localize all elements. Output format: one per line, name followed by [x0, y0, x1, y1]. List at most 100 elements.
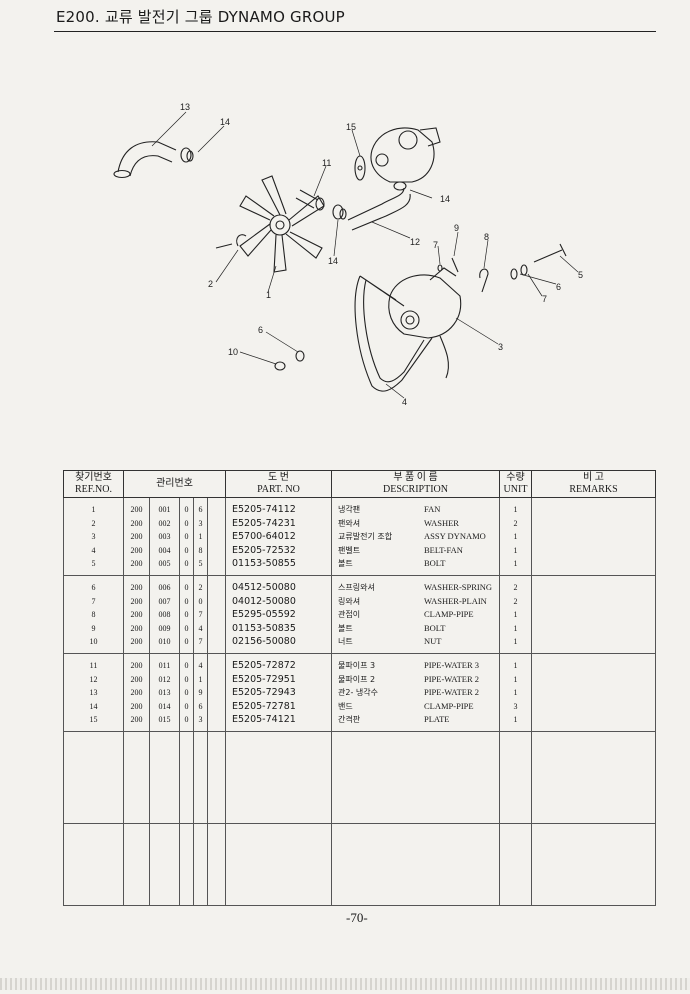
cell-m2: 008 [158, 610, 171, 619]
table-row-group [63, 731, 656, 824]
callout-14b: 14 [440, 194, 450, 204]
cell-m2: 005 [158, 559, 171, 568]
cell-part: 01153-50835 [232, 622, 296, 634]
cell-m4: 1 [198, 674, 203, 684]
cell-unit: 1 [513, 674, 518, 684]
cell-ref: 14 [89, 701, 98, 711]
callout-1: 1 [266, 290, 271, 300]
cell-m3: 0 [184, 661, 189, 670]
washer-plain-7-drawing [520, 264, 528, 276]
description-en: BOLT [424, 558, 446, 568]
cell-unit: 2 [513, 518, 518, 528]
table-cell [123, 731, 150, 824]
cell-m3: 0 [184, 583, 189, 592]
description-line: 팬와셔 WASHER [332, 517, 499, 531]
table-cell [531, 653, 656, 732]
description-en: WASHER [424, 517, 459, 528]
cell-ref: 13 [89, 688, 98, 697]
bolt-9-drawing [451, 257, 459, 273]
pipe-water-13-drawing [117, 141, 177, 177]
cell-m3: 0 [184, 623, 189, 633]
description-kr: 물파이프 2 [338, 674, 376, 684]
cell-m1: 200 [130, 688, 143, 697]
description-en: CLAMP-PIPE [424, 700, 474, 711]
cell-m1: 200 [130, 623, 143, 633]
callout-14a: 14 [220, 117, 230, 127]
description-kr: 팬와셔 [338, 518, 361, 528]
cell-m1: 200 [130, 715, 143, 724]
description-en: PIPE-WATER 2 [424, 687, 480, 697]
fan-1-drawing [239, 175, 325, 273]
description-kr: 관접이 [338, 610, 361, 619]
callout-7a: 7 [433, 240, 438, 250]
table-cell [531, 823, 656, 906]
description-kr: 너트 [338, 637, 353, 646]
cell-m3: 0 [184, 688, 189, 697]
cell-m3: 0 [184, 518, 189, 528]
cell-unit: 1 [513, 532, 518, 541]
washer-2-drawing [236, 234, 247, 247]
description-en: WASHER-SPRING [424, 582, 493, 592]
cell-m2: 001 [158, 505, 171, 514]
description-en: BELT-FAN [424, 544, 463, 555]
cell-part: E5205-72781 [232, 700, 296, 712]
cell-unit: 1 [513, 559, 518, 568]
cell-unit: 1 [513, 545, 518, 555]
callout-8: 8 [484, 232, 489, 242]
cell-ref: 8 [91, 610, 96, 619]
table-cell [193, 731, 208, 824]
callout-3: 3 [498, 342, 503, 352]
cell-m4: 3 [198, 518, 203, 528]
title-rule [54, 31, 656, 32]
fan-belt-4-drawing [354, 275, 433, 392]
table-cell [207, 653, 226, 732]
cell-m4: 4 [198, 623, 203, 633]
cell-part: 01153-50855 [232, 558, 296, 569]
callout-6b: 6 [258, 325, 263, 335]
callout-5: 5 [578, 270, 583, 280]
description-en: BOLT [424, 622, 446, 633]
callout-9: 9 [454, 223, 459, 233]
cell-part: E5205-72951 [232, 673, 296, 685]
cell-m2: 003 [158, 532, 171, 541]
cell-m4: 7 [198, 610, 203, 619]
cell-m3: 0 [184, 532, 189, 541]
cell-ref: 10 [89, 637, 98, 646]
cell-ref: 7 [91, 596, 96, 606]
cell-unit: 1 [513, 637, 518, 646]
cell-m2: 013 [158, 688, 171, 697]
table-cell [499, 823, 532, 906]
cell-m3: 0 [184, 637, 189, 646]
washer-spring-6-drawing [510, 268, 518, 280]
cell-m2: 002 [158, 518, 171, 528]
table-cell [207, 575, 226, 654]
clamp-pipe-14c-drawing [393, 181, 407, 191]
cell-m2: 015 [158, 715, 171, 724]
callout-10: 10 [228, 347, 238, 357]
cell-unit: 3 [513, 701, 518, 711]
description-en: WASHER-PLAIN [424, 595, 487, 606]
cell-ref: 12 [89, 674, 98, 684]
